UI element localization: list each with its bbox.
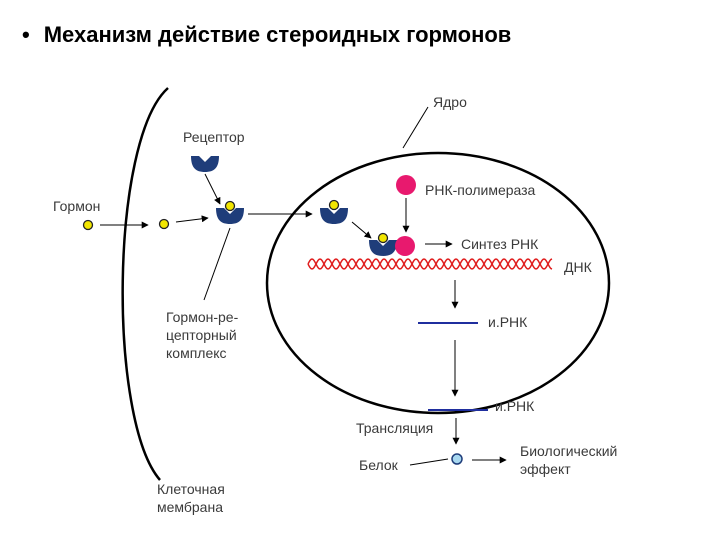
mrna-cytoplasm-label: и.РНК: [495, 398, 535, 414]
nucleus-label: Ядро: [433, 94, 467, 110]
nucleus-ellipse: [265, 151, 611, 415]
cell-membrane-line-2: мембрана: [157, 499, 223, 515]
cell-membrane-label: Клеточная мембрана: [157, 481, 229, 515]
slide-title: • Механизм действие стероидных гормонов: [22, 22, 511, 48]
mrna-nucleus-label: и.РНК: [488, 314, 528, 330]
arrow-complex-to-dna: [351, 221, 372, 239]
polymerase-free: [396, 175, 416, 195]
rna-polymerase-label: РНК-полимераза: [425, 182, 536, 198]
protein-label: Белок: [359, 457, 399, 473]
receptor-label: Рецептор: [183, 129, 245, 145]
complex-label-line-1: Гормон-ре-: [166, 309, 239, 325]
complex-label: Гормон-ре- цепторный комплекс: [166, 309, 242, 361]
complex-on-dna: [369, 232, 397, 256]
protein-pointer: [409, 458, 449, 466]
rna-synthesis-label: Синтез РНК: [461, 236, 539, 252]
arrow-receptor-down: [204, 173, 221, 205]
arrow-hormone-to-receptor: [175, 215, 209, 223]
polymerase-bound: [395, 236, 415, 256]
cell-membrane-line: [121, 87, 169, 481]
dna-strand-b: [307, 258, 553, 270]
dna-label: ДНК: [564, 259, 593, 275]
dna-helix: [307, 258, 553, 270]
receptor-shape-free: [191, 156, 219, 172]
complex-pointer: [203, 227, 231, 301]
complex-label-line-3: комплекс: [166, 345, 227, 361]
complex-nucleus: [320, 199, 348, 224]
complex-cytoplasm: [216, 200, 244, 224]
hormone-label: Гормон: [53, 198, 100, 214]
complex-label-line-2: цепторный: [166, 327, 237, 343]
biological-effect-line-1: Биологический: [520, 443, 617, 459]
biological-effect-line-2: эффект: [520, 461, 571, 477]
title-bullet: •: [22, 22, 30, 47]
cell-membrane-line-1: Клеточная: [157, 481, 225, 497]
hormone-cytoplasm: [158, 218, 170, 230]
nucleus-pointer: [402, 106, 429, 149]
biological-effect-label: Биологический эффект: [520, 443, 621, 477]
title-text: Механизм действие стероидных гормонов: [43, 22, 512, 47]
hormone-outside: [82, 219, 94, 231]
translation-label: Трансляция: [356, 420, 433, 436]
dna-strand-a: [307, 258, 553, 270]
protein-circle: [451, 453, 463, 465]
